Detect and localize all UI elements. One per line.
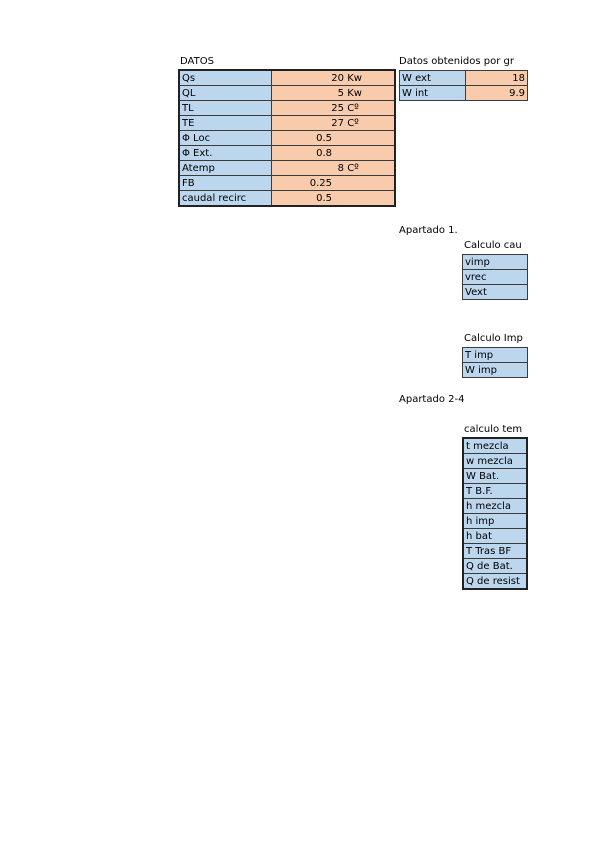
caudal-title: Calculo cau xyxy=(464,240,522,251)
cell-label[interactable]: W ext xyxy=(399,70,466,86)
cell-label[interactable]: Qs xyxy=(178,69,272,86)
caudal-section: Calculo cau vimp vrec Vext xyxy=(462,240,528,302)
cell-label[interactable]: Φ Ext. xyxy=(178,145,272,161)
cell-label[interactable]: W int xyxy=(399,85,466,101)
temp-title: calculo tem xyxy=(464,424,523,435)
cell-label[interactable]: T Tras BF xyxy=(462,543,528,559)
imp-section: Calculo Imp T imp W imp xyxy=(462,333,528,379)
imp-title: Calculo Imp xyxy=(464,333,523,344)
cell-label[interactable]: Q de resist xyxy=(462,573,528,590)
cell-label[interactable]: vrec xyxy=(462,269,528,285)
cell-label[interactable]: Vext xyxy=(462,284,528,300)
cell-label[interactable]: TL xyxy=(178,100,272,116)
table-row: vimp xyxy=(462,254,528,270)
table-row: h mezcla xyxy=(462,498,528,514)
cell-label[interactable]: h mezcla xyxy=(462,498,528,514)
cell-value[interactable]: 20 Kw xyxy=(271,69,396,86)
cell-value[interactable]: 25 Cº xyxy=(271,100,396,116)
cell-label[interactable]: h bat xyxy=(462,528,528,544)
cell-label[interactable]: Φ Loc xyxy=(178,130,272,146)
cell-label[interactable]: caudal recirc xyxy=(178,190,272,207)
table-row: T B.F. xyxy=(462,483,528,499)
cell-value[interactable]: 8 Cº xyxy=(271,160,396,176)
table-row: Q de resist xyxy=(462,573,528,590)
table-row: T Tras BF xyxy=(462,543,528,559)
cell-value[interactable]: 27 Cº xyxy=(271,115,396,131)
table-row: Φ Ext.0.8 xyxy=(178,145,396,161)
cell-value[interactable]: 18 xyxy=(464,70,528,86)
datos-title: DATOS xyxy=(180,56,214,67)
cell-label[interactable]: Q de Bat. xyxy=(462,558,528,574)
cell-label[interactable]: T imp xyxy=(462,347,528,363)
apartado1-title: Apartado 1. xyxy=(399,225,458,236)
cell-value[interactable]: 0.5 xyxy=(271,190,396,207)
table-row: t mezcla xyxy=(462,437,528,454)
cell-label[interactable]: FB xyxy=(178,175,272,191)
cell-label[interactable]: vimp xyxy=(462,254,528,270)
cell-label[interactable]: h imp xyxy=(462,513,528,529)
cell-label[interactable]: w mezcla xyxy=(462,453,528,469)
table-row: Vext xyxy=(462,284,528,300)
obtenidos-title: Datos obtenidos por gr xyxy=(399,56,514,67)
table-row: W imp xyxy=(462,362,528,378)
cell-label[interactable]: Atemp xyxy=(178,160,272,176)
table-row: h imp xyxy=(462,513,528,529)
caudal-table: vimp vrec Vext xyxy=(462,254,528,300)
cell-label[interactable]: T B.F. xyxy=(462,483,528,499)
table-row: vrec xyxy=(462,269,528,285)
apartado24-title: Apartado 2-4 xyxy=(399,394,465,405)
temp-section: calculo tem t mezcla w mezcla W Bat. T B… xyxy=(462,424,528,592)
temp-table: t mezcla w mezcla W Bat. T B.F. h mezcla… xyxy=(462,437,528,590)
cell-label[interactable]: t mezcla xyxy=(462,437,528,454)
cell-label[interactable]: QL xyxy=(178,85,272,101)
table-row: w mezcla xyxy=(462,453,528,469)
cell-label[interactable]: W Bat. xyxy=(462,468,528,484)
cell-label[interactable]: W imp xyxy=(462,362,528,378)
cell-value[interactable]: 9.9 xyxy=(464,85,528,101)
table-row: W Bat. xyxy=(462,468,528,484)
imp-table: T imp W imp xyxy=(462,347,528,378)
cell-value[interactable]: 0.25 xyxy=(271,175,396,191)
cell-value[interactable]: 0.5 xyxy=(271,130,396,146)
table-row: Q de Bat. xyxy=(462,558,528,574)
table-row: T imp xyxy=(462,347,528,363)
cell-value[interactable]: 0.8 xyxy=(271,145,396,161)
cell-value[interactable]: 5 Kw xyxy=(271,85,396,101)
cell-label[interactable]: TE xyxy=(178,115,272,131)
table-row: h bat xyxy=(462,528,528,544)
